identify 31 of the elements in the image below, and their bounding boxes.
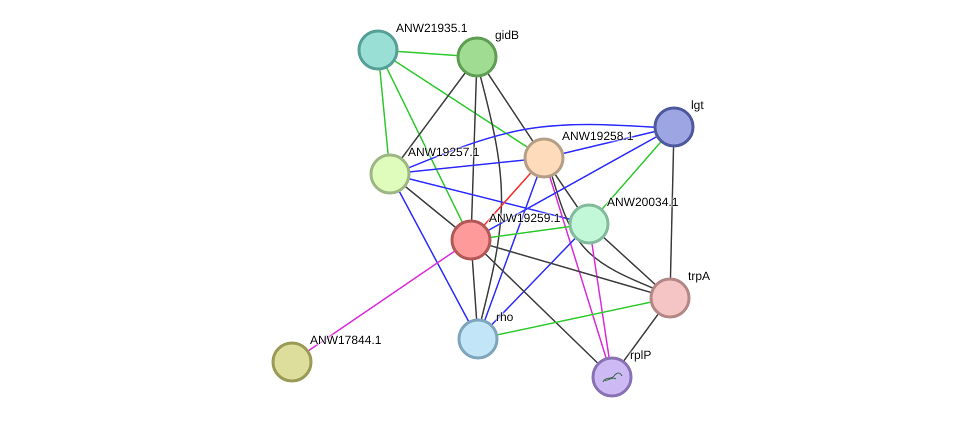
interaction-line	[548, 176, 608, 360]
interaction-line	[489, 244, 652, 294]
interaction-line	[551, 175, 654, 290]
interaction-line	[554, 173, 579, 209]
interaction-line	[396, 50, 458, 56]
interaction-line	[490, 237, 576, 326]
interaction-line	[386, 66, 464, 224]
interaction-line	[490, 226, 570, 238]
interaction-line	[398, 190, 470, 323]
protein-label: lgt	[691, 98, 704, 112]
interaction-line	[622, 312, 660, 362]
interaction-line	[591, 242, 610, 358]
interaction-line	[394, 60, 528, 148]
protein-label: ANW21935.1	[396, 21, 468, 35]
interaction-line	[480, 76, 502, 320]
interaction-line	[404, 185, 457, 229]
protein-label: rplP	[630, 348, 652, 362]
interaction-line	[472, 258, 478, 320]
protein-label: gidB	[495, 28, 520, 42]
interaction-line	[602, 236, 656, 286]
interaction-line	[670, 146, 674, 280]
interaction-line	[379, 68, 389, 156]
protein-label: trpA	[688, 269, 710, 283]
interaction-line	[496, 301, 652, 336]
interaction-line	[470, 76, 478, 222]
interaction-line	[484, 252, 599, 364]
interaction-line	[307, 250, 456, 352]
protein-label: ANW19258.1	[562, 129, 634, 143]
interaction-line	[484, 176, 538, 322]
interaction-line	[408, 159, 526, 173]
interaction-line	[486, 72, 534, 143]
